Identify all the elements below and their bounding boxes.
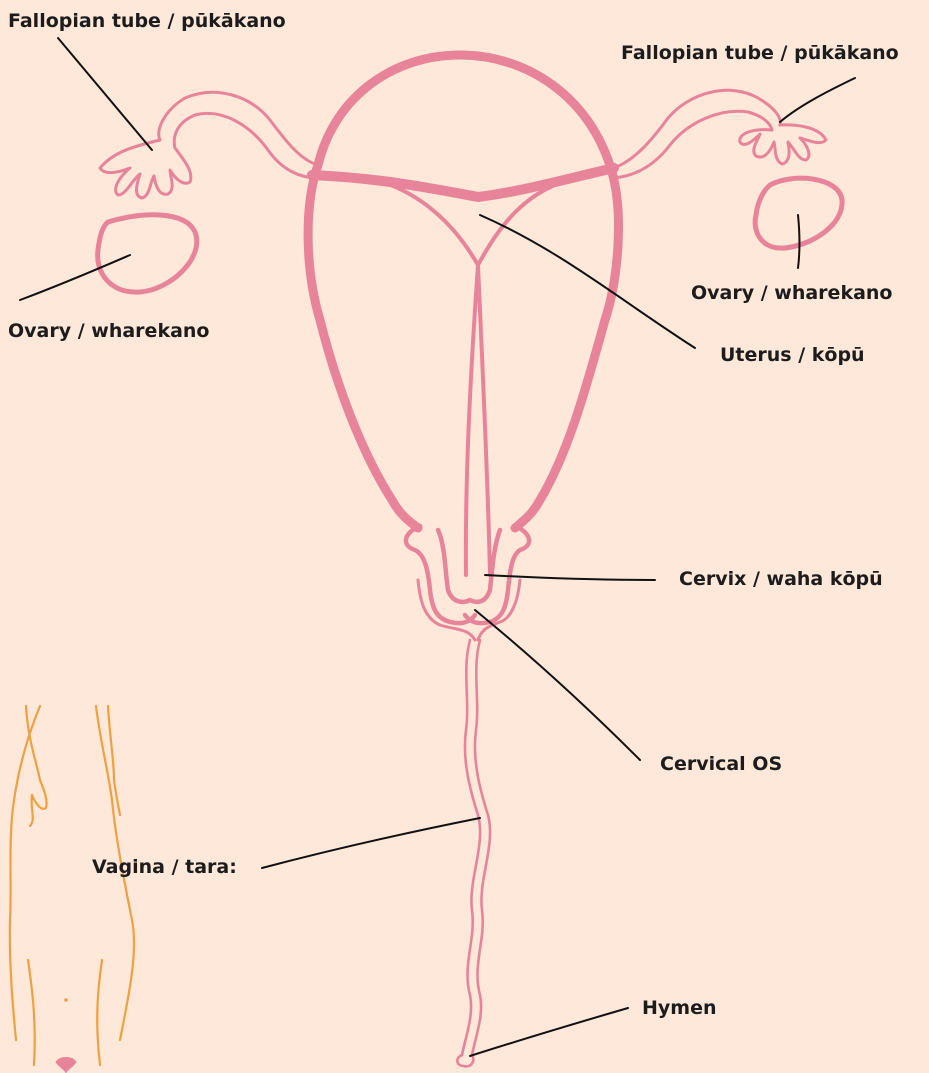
body-figure-left-thigh <box>10 706 40 1040</box>
body-figure-icon <box>10 706 134 1073</box>
leader-fallopian-right <box>780 78 855 122</box>
fimbriae-right <box>740 125 826 164</box>
body-figure-navel <box>64 998 68 1002</box>
label-fallopian-tube-right: Fallopian tube / pūkākano <box>621 44 899 63</box>
leader-ovary-right <box>798 215 800 268</box>
leader-vagina <box>262 818 480 868</box>
body-figure-leg-curve-left <box>28 960 35 1065</box>
label-cervix: Cervix / waha kōpū <box>679 570 883 589</box>
label-vagina: Vagina / tara: <box>92 858 237 877</box>
label-ovary-right: Ovary / wharekano <box>691 284 892 303</box>
body-figure-left-hand <box>26 706 47 826</box>
label-uterus: Uterus / kōpū <box>720 346 865 365</box>
body-figure-pubic-mark <box>56 1058 76 1073</box>
fallopian-tube-right <box>614 90 780 178</box>
body-figure-leg-curve-right <box>97 960 102 1065</box>
leader-hymen <box>470 1008 628 1056</box>
uterus-outer-wall <box>308 55 618 528</box>
leader-cervical-os <box>475 610 640 760</box>
vagina-wall-right <box>472 640 490 1055</box>
ovary-left-shape <box>98 215 197 292</box>
label-fallopian-tube-left: Fallopian tube / pūkākano <box>8 12 286 31</box>
body-figure-right-hand <box>108 706 120 815</box>
leader-uterus <box>480 215 695 348</box>
leader-ovary-left <box>20 255 130 300</box>
uterus-fundus-band <box>312 168 614 197</box>
label-hymen: Hymen <box>642 999 717 1018</box>
fimbriae-left <box>100 140 191 198</box>
fallopian-tube-left <box>159 92 318 178</box>
leader-fallopian-left <box>58 38 152 150</box>
label-ovary-left: Ovary / wharekano <box>8 322 209 341</box>
label-cervical-os: Cervical OS <box>660 755 782 774</box>
